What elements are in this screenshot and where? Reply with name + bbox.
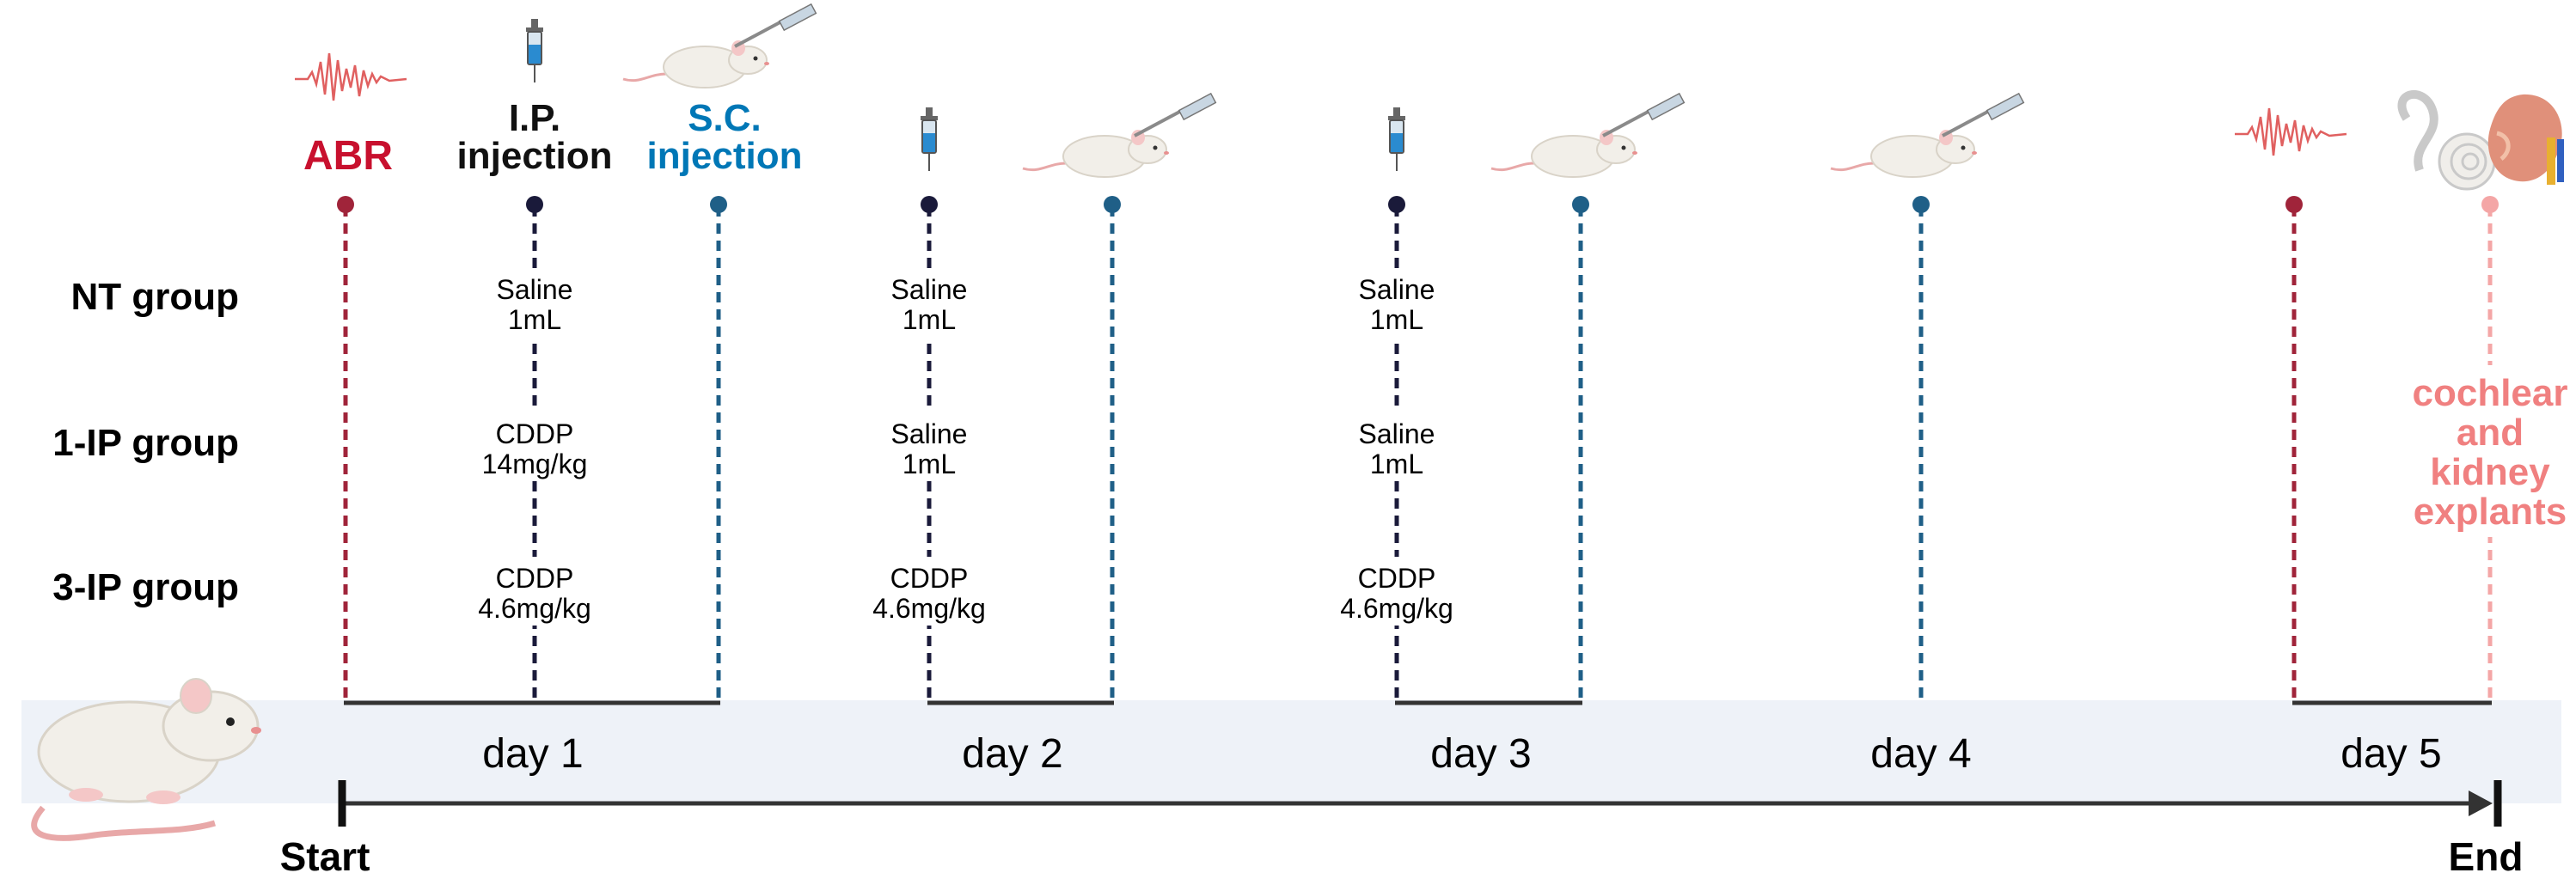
syringe-icon	[1387, 107, 1406, 172]
day-label-4: day 4	[1870, 731, 1971, 777]
mouse-injection-icon	[1021, 91, 1218, 179]
timeline-axis	[338, 780, 2502, 827]
group-label-3ip: 3-IP group	[52, 566, 239, 608]
waveform-icon	[2233, 107, 2348, 157]
dose-day1-3ip-line1: CDDP	[496, 563, 574, 594]
dose-day3-nt-line2: 1mL	[1370, 304, 1423, 335]
dose-day3-3ip-line2: 4.6mg/kg	[1340, 593, 1453, 624]
day-label-5: day 5	[2340, 731, 2441, 777]
syringe-icon	[525, 18, 544, 83]
dose-day2-1ip-line1: Saline	[891, 418, 968, 449]
dose-day3-1ip-line1: Saline	[1359, 418, 1435, 449]
dose-day3-1ip-line2: 1mL	[1370, 449, 1423, 479]
dose-day2-3ip-line2: 4.6mg/kg	[872, 593, 986, 624]
syringe-icon	[920, 107, 939, 172]
event-dots	[337, 196, 2499, 213]
mouse-injection-icon	[1490, 91, 1686, 179]
dose-day3-nt-line1: Saline	[1359, 274, 1435, 305]
dose-day2-nt-line2: 1mL	[903, 304, 956, 335]
start-label: Start	[280, 834, 370, 879]
mouse-injection-icon	[1829, 91, 2026, 179]
timeline-band	[21, 700, 2561, 803]
dose-day1-1ip-line1: CDDP	[496, 418, 574, 449]
dose-day3-3ip-line1: CDDP	[1358, 563, 1436, 594]
sc-label-line1: S.C.	[688, 97, 762, 139]
dose-day1-3ip-line2: 4.6mg/kg	[478, 593, 591, 624]
dose-day1-nt-line1: Saline	[497, 274, 573, 305]
end-label: End	[2449, 834, 2524, 879]
group-label-nt: NT group	[70, 276, 239, 318]
dose-day1-nt-line2: 1mL	[508, 304, 561, 335]
svg-text:cochlear: cochlear	[2413, 372, 2568, 414]
dose-day2-1ip-line2: 1mL	[903, 449, 956, 479]
svg-text:kidney: kidney	[2430, 451, 2550, 493]
day-label-1: day 1	[482, 731, 583, 777]
cochlea-icon	[2397, 90, 2496, 191]
svg-text:explants: explants	[2414, 491, 2567, 533]
kidney-icon	[2487, 94, 2564, 185]
ip-label-line2: injection	[457, 135, 613, 177]
abr-label: ABR	[303, 133, 393, 179]
explant-label: cochlear and kidney explants	[2383, 365, 2576, 537]
group-label-1ip: 1-IP group	[52, 422, 239, 464]
dose-day1-1ip-line2: 14mg/kg	[482, 449, 588, 479]
dose-day2-nt-line1: Saline	[891, 274, 968, 305]
day-label-2: day 2	[962, 731, 1062, 777]
mouse-icon	[31, 678, 261, 841]
dose-day2-3ip-line1: CDDP	[890, 563, 969, 594]
day-label-3: day 3	[1430, 731, 1531, 777]
ip-label-line1: I.P.	[509, 97, 560, 139]
svg-text:and: and	[2457, 412, 2524, 454]
sc-label-line2: injection	[647, 135, 803, 177]
mouse-injection-icon	[621, 2, 818, 89]
waveform-icon	[293, 52, 408, 102]
dose-labels: Saline 1mL CDDP 14mg/kg CDDP 4.6mg/kg Sa…	[457, 268, 1474, 626]
